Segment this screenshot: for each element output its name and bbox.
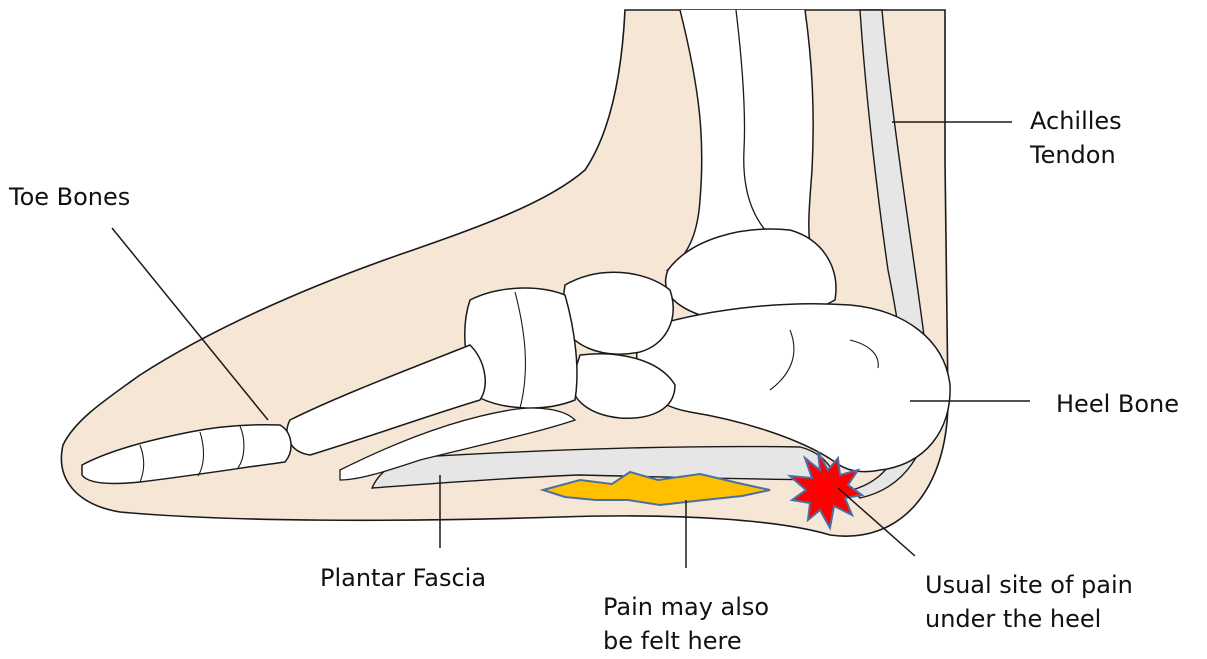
- toe-bones-label: Toe Bones: [9, 180, 130, 214]
- usual-site-label-line1: Usual site of pain: [925, 568, 1133, 602]
- plantar-fascia-label-text: Plantar Fascia: [320, 561, 486, 595]
- pain-also-label-line2: be felt here: [603, 624, 769, 658]
- usual-site-label: Usual site of pain under the heel: [925, 568, 1133, 636]
- plantar-fascia-label: Plantar Fascia: [320, 561, 486, 595]
- pain-also-label: Pain may also be felt here: [603, 590, 769, 658]
- achilles-label-line2: Tendon: [1030, 138, 1122, 172]
- toe-bones-label-text: Toe Bones: [9, 180, 130, 214]
- achilles-tendon-label: Achilles Tendon: [1030, 104, 1122, 172]
- usual-site-label-line2: under the heel: [925, 602, 1133, 636]
- heel-bone-label: Heel Bone: [1056, 387, 1179, 421]
- heel-bone-label-text: Heel Bone: [1056, 387, 1179, 421]
- achilles-label-line1: Achilles: [1030, 104, 1122, 138]
- navicular-bone: [560, 272, 673, 354]
- pain-also-label-line1: Pain may also: [603, 590, 769, 624]
